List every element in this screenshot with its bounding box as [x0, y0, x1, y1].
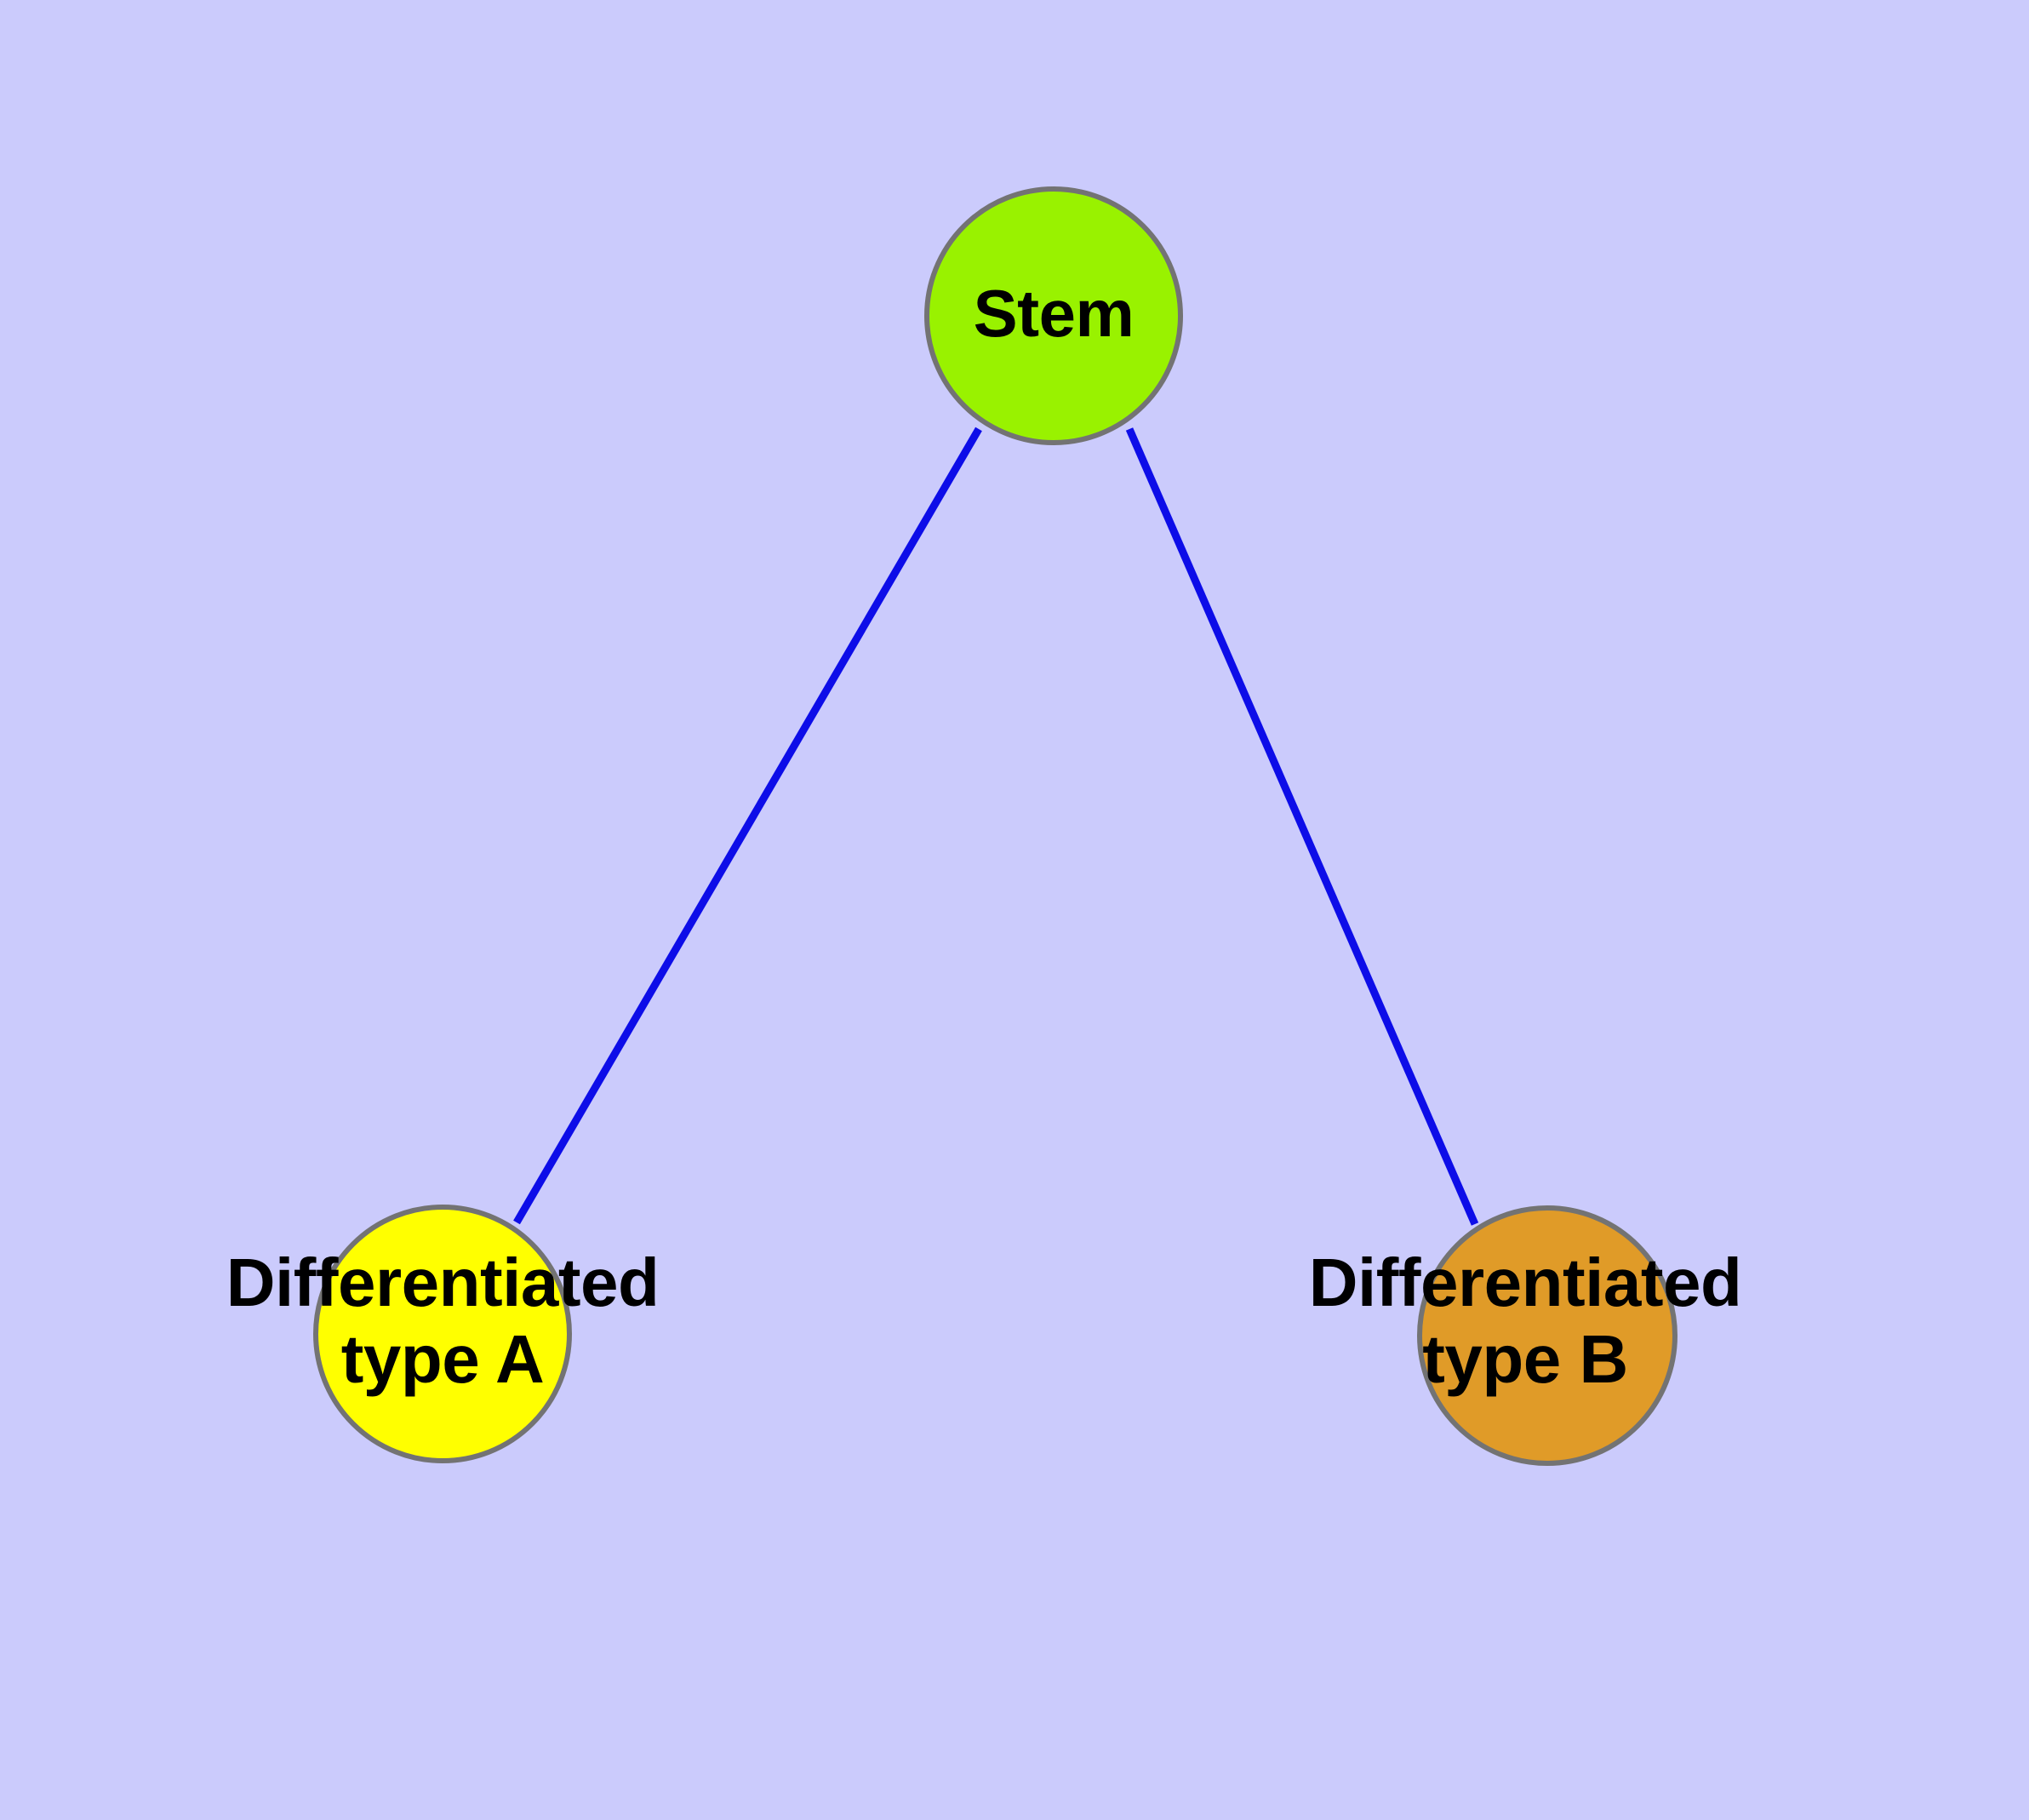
node-differentiated-type-a-label: Differentiated type A: [226, 1245, 660, 1397]
edge-stem-to-differentiated-type-b: [1125, 427, 1479, 1226]
node-differentiated-type-b-label: Differentiated type B: [1308, 1245, 1742, 1397]
node-differentiated-type-a[interactable]: [313, 1205, 572, 1463]
edge-stem-to-differentiated-type-a: [513, 426, 982, 1225]
node-stem-label: Stem: [973, 276, 1135, 351]
node-stem[interactable]: [924, 186, 1183, 445]
node-differentiated-type-b[interactable]: [1417, 1205, 1677, 1466]
